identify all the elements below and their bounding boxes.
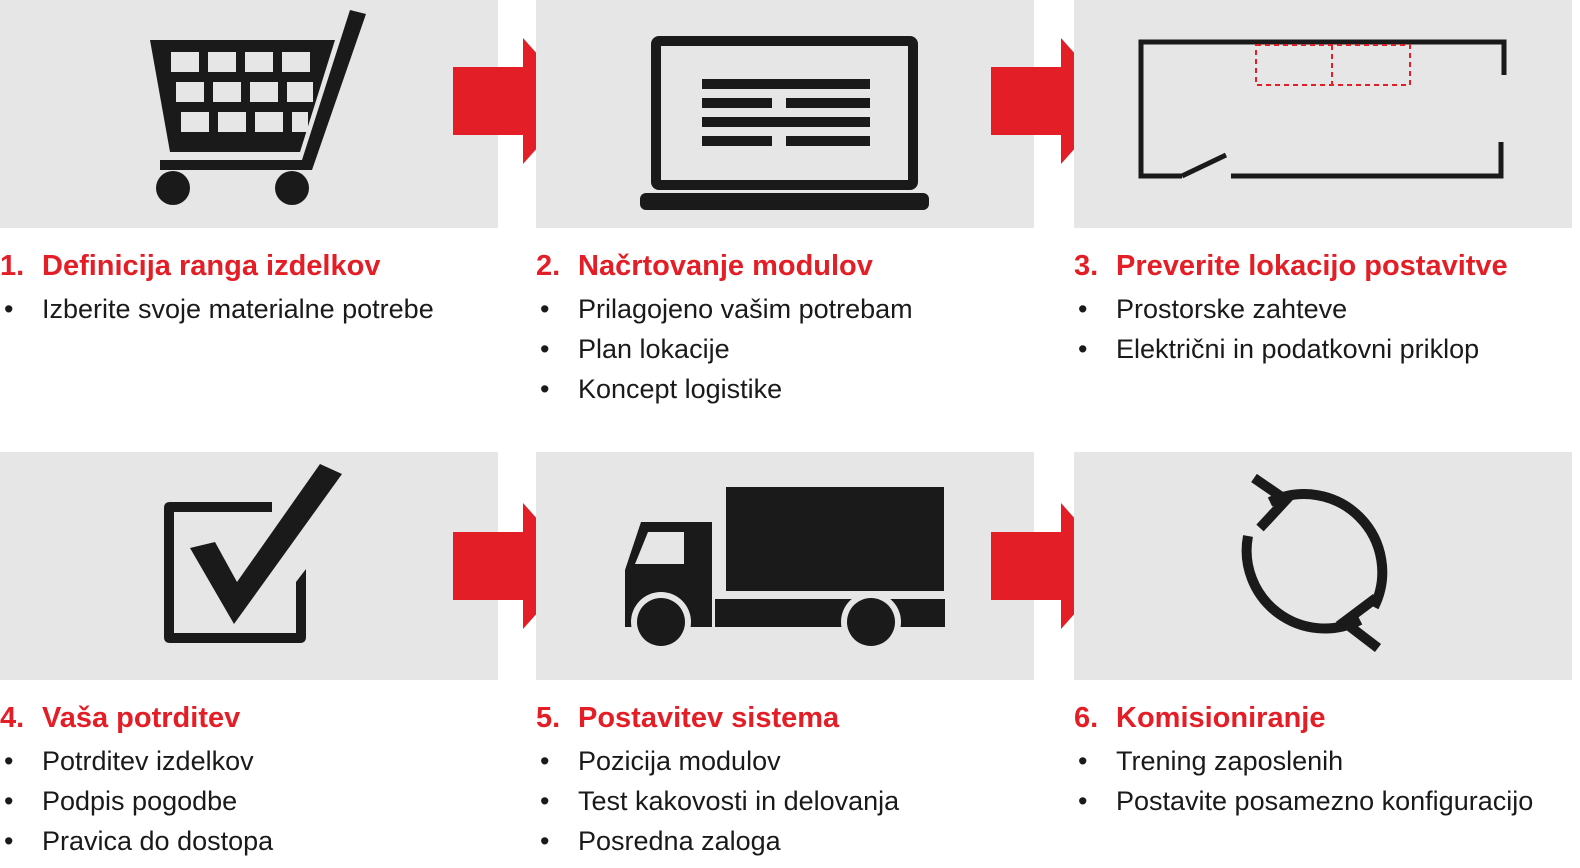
- step-3-panel: [1074, 0, 1572, 228]
- step-6-number: 6.: [1074, 702, 1099, 734]
- bullet-item: Izberite svoje materialne potrebe: [0, 289, 498, 329]
- bullet-item: Prilagojeno vašim potrebam: [536, 289, 1034, 329]
- step-5-number: 5.: [536, 702, 561, 734]
- step-4-panel: [0, 452, 498, 680]
- step-4-title-text: Vaša potrditev: [42, 702, 241, 734]
- refresh-cycle-icon: [1241, 473, 1388, 652]
- step-3-title: 3. Preverite lokacijo postavitve: [1074, 250, 1572, 283]
- truck-icon: [625, 487, 945, 652]
- step-1-number: 1.: [0, 250, 25, 282]
- step-5-title-text: Postavitev sistema: [578, 702, 840, 734]
- step-6: 6. Komisioniranje Trening zaposlenih Post…: [1074, 452, 1572, 821]
- bullet-item: Električni in podatkovni priklop: [1074, 329, 1572, 369]
- step-2: 2. Načrtovanje modulov Prilagojeno vašim …: [536, 0, 1034, 409]
- bullet-item: Pozicija modulov: [536, 741, 1034, 781]
- bullet-item: Plan lokacije: [536, 329, 1034, 369]
- step-6-title-text: Komisioniranje: [1116, 702, 1326, 734]
- step-2-bullets: Prilagojeno vašim potrebam Plan lokacije…: [536, 289, 1034, 409]
- step-1: 1. Definicija ranga izdelkov Izberite svo…: [0, 0, 498, 329]
- bullet-item: Posredna zaloga: [536, 821, 1034, 861]
- step-3: 3. Preverite lokacijo postavitve Prostors…: [1074, 0, 1572, 369]
- step-3-bullets: Prostorske zahteve Električni in podatko…: [1074, 289, 1572, 369]
- step-6-panel: [1074, 452, 1572, 680]
- step-4-title: 4. Vaša potrditev: [0, 702, 498, 735]
- bullet-item: Test kakovosti in delovanja: [536, 781, 1034, 821]
- step-1-panel: [0, 0, 498, 228]
- step-2-title-text: Načrtovanje modulov: [578, 250, 873, 282]
- laptop-icon: [640, 36, 929, 210]
- step-1-bullets: Izberite svoje materialne potrebe: [0, 289, 498, 329]
- step-6-bullets: Trening zaposlenih Postavite posamezno k…: [1074, 741, 1572, 821]
- step-6-title: 6. Komisioniranje: [1074, 702, 1572, 735]
- step-3-title-text: Preverite lokacijo postavitve: [1116, 250, 1508, 282]
- step-1-title-text: Definicija ranga izdelkov: [42, 250, 381, 282]
- step-5-title: 5. Postavitev sistema: [536, 702, 1034, 735]
- step-5-panel: [536, 452, 1034, 680]
- step-2-number: 2.: [536, 250, 561, 282]
- checkbox-icon: [164, 464, 342, 643]
- step-5: 5. Postavitev sistema Pozicija modulov Te…: [536, 452, 1034, 861]
- bullet-item: Pravica do dostopa: [0, 821, 498, 861]
- step-4: 4. Vaša potrditev Potrditev izdelkov Podp…: [0, 452, 498, 861]
- bullet-item: Podpis pogodbe: [0, 781, 498, 821]
- floor-plan-icon: [1138, 39, 1507, 179]
- shopping-cart-icon: [150, 10, 366, 205]
- step-4-bullets: Potrditev izdelkov Podpis pogodbe Pravic…: [0, 741, 498, 861]
- step-2-title: 2. Načrtovanje modulov: [536, 250, 1034, 283]
- step-4-number: 4.: [0, 702, 25, 734]
- bullet-item: Potrditev izdelkov: [0, 741, 498, 781]
- step-5-bullets: Pozicija modulov Test kakovosti in delov…: [536, 741, 1034, 861]
- bullet-item: Prostorske zahteve: [1074, 289, 1572, 329]
- step-2-panel: [536, 0, 1034, 228]
- step-3-number: 3.: [1074, 250, 1099, 282]
- bullet-item: Trening zaposlenih: [1074, 741, 1572, 781]
- bullet-item: Postavite posamezno konfiguracijo: [1074, 781, 1572, 821]
- bullet-item: Koncept logistike: [536, 369, 1034, 409]
- step-1-title: 1. Definicija ranga izdelkov: [0, 250, 498, 283]
